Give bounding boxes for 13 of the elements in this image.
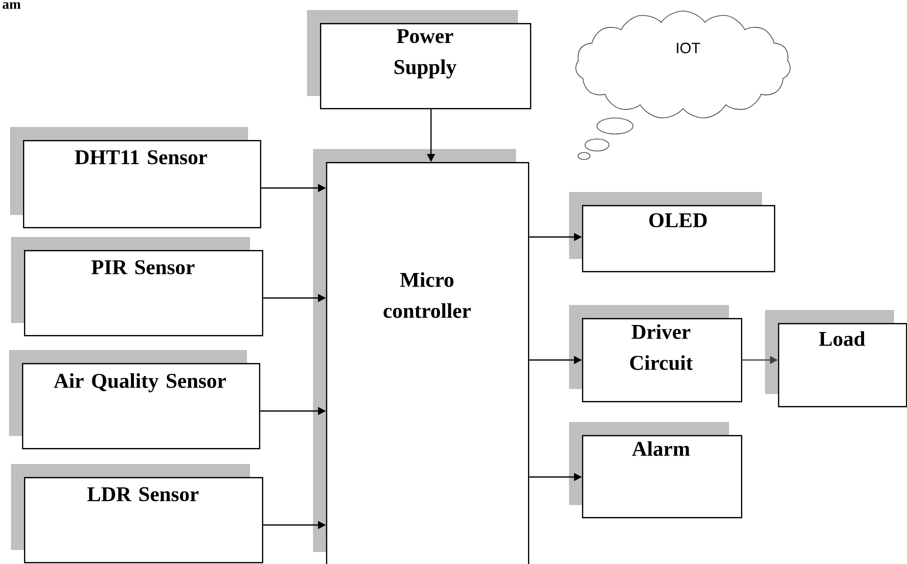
block-box: Driver Circuit [569, 305, 742, 402]
block-box: PIR Sensor [11, 237, 264, 336]
block-box: DHT11 Sensor [10, 127, 262, 228]
block-box: Air Quality Sensor [9, 350, 260, 450]
block-box: Alarm [569, 422, 742, 518]
block-box: Micro controller [313, 149, 530, 564]
block-box: Load [765, 310, 907, 408]
block-box: Power Supply [307, 10, 532, 110]
block-box: OLED [569, 192, 776, 272]
heading-fragment: am [2, 2, 21, 9]
thought-cloud [575, 10, 791, 160]
block-box: LDR Sensor [11, 464, 264, 564]
cloud-label: IOT [676, 42, 700, 54]
